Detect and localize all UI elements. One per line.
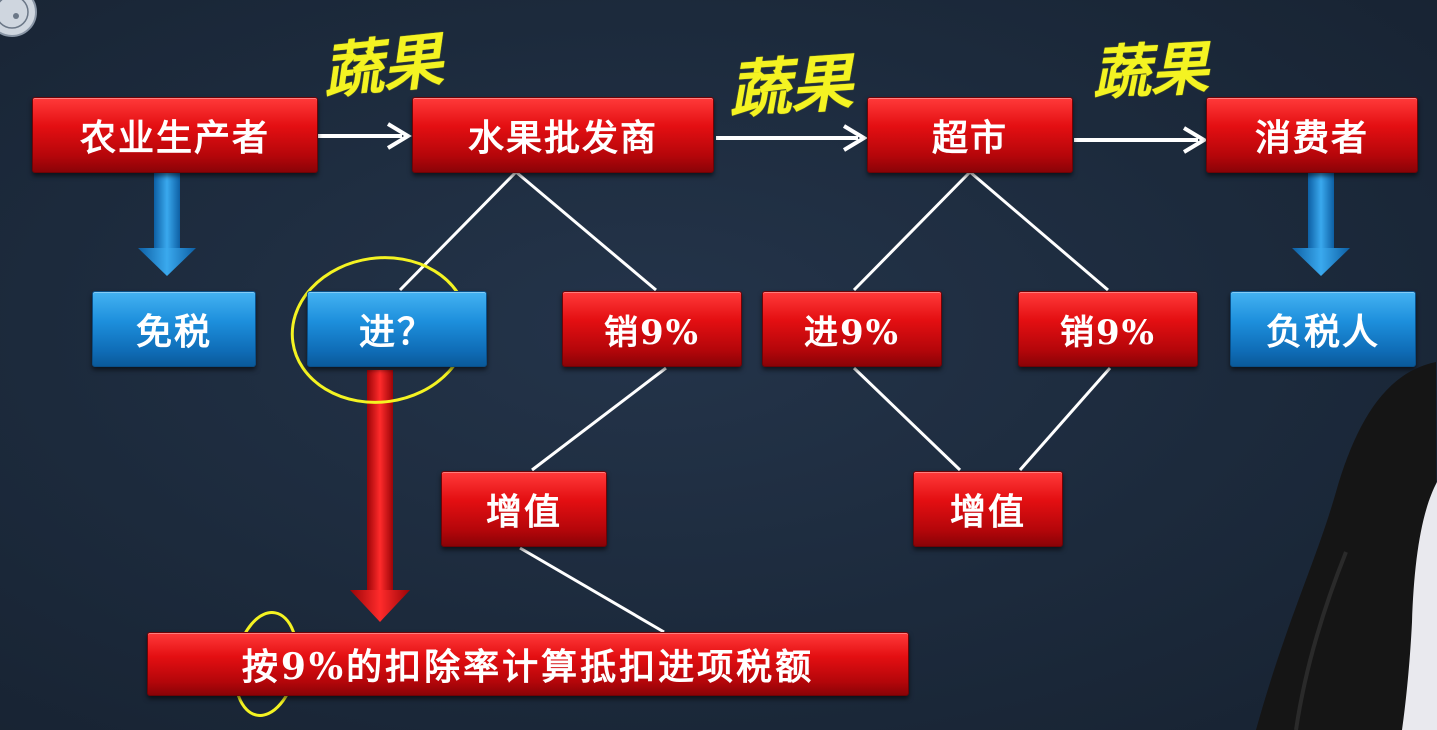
blue-down-arrow-left xyxy=(138,172,196,276)
handwritten-note-1: 蔬果 xyxy=(319,25,446,109)
input-question-box: 进？ xyxy=(307,291,487,367)
taxpayer-label: 负税人 xyxy=(1265,311,1380,353)
producer-box: 农业生产者 xyxy=(32,97,318,173)
red-down-arrow xyxy=(350,370,410,622)
tax-exempt-box: 免税 xyxy=(92,291,256,367)
value-added-box-1: 增值 xyxy=(441,471,607,547)
supermarket-output-box: 销9% xyxy=(1018,291,1198,367)
supermarket-connectors xyxy=(852,170,1112,472)
supermarket-box: 超市 xyxy=(867,97,1073,173)
wholesaler-label: 水果批发商 xyxy=(467,117,658,159)
tax-exempt-label: 免税 xyxy=(135,311,212,353)
handwritten-note-3: 蔬果 xyxy=(1090,34,1210,108)
consumer-box: 消费者 xyxy=(1206,97,1418,173)
flow-arrow-2 xyxy=(716,124,868,152)
wholesaler-box: 水果批发商 xyxy=(412,97,714,173)
flow-arrow-3 xyxy=(1074,126,1208,154)
consumer-label: 消费者 xyxy=(1254,117,1369,159)
deduction-box: 按9%的扣除率计算抵扣进项税额 xyxy=(147,632,909,696)
supermarket-output-label: 销9% xyxy=(1060,312,1156,353)
supermarket-input-label: 进9% xyxy=(804,312,900,353)
value-added-label-2: 增值 xyxy=(949,491,1026,533)
value-added-label-1: 增值 xyxy=(485,491,562,533)
supermarket-label: 超市 xyxy=(931,117,1008,159)
wholesaler-output-box: 销9% xyxy=(562,291,742,367)
supermarket-input-box: 进9% xyxy=(762,291,942,367)
deduction-label: 按9%的扣除率计算抵扣进项税额 xyxy=(241,646,815,688)
logo-icon xyxy=(0,0,37,37)
producer-label: 农业生产者 xyxy=(79,117,270,159)
taxpayer-box: 负税人 xyxy=(1230,291,1416,367)
presenter-silhouette xyxy=(1256,362,1437,730)
input-question-label: 进？ xyxy=(358,311,435,353)
wholesaler-output-label: 销9% xyxy=(604,312,700,353)
wholesaler-connectors xyxy=(398,170,667,634)
flow-arrow-1 xyxy=(318,122,412,150)
handwritten-note-2: 蔬果 xyxy=(725,45,855,128)
blue-down-arrow-right xyxy=(1292,172,1350,276)
value-added-box-2: 增值 xyxy=(913,471,1063,547)
